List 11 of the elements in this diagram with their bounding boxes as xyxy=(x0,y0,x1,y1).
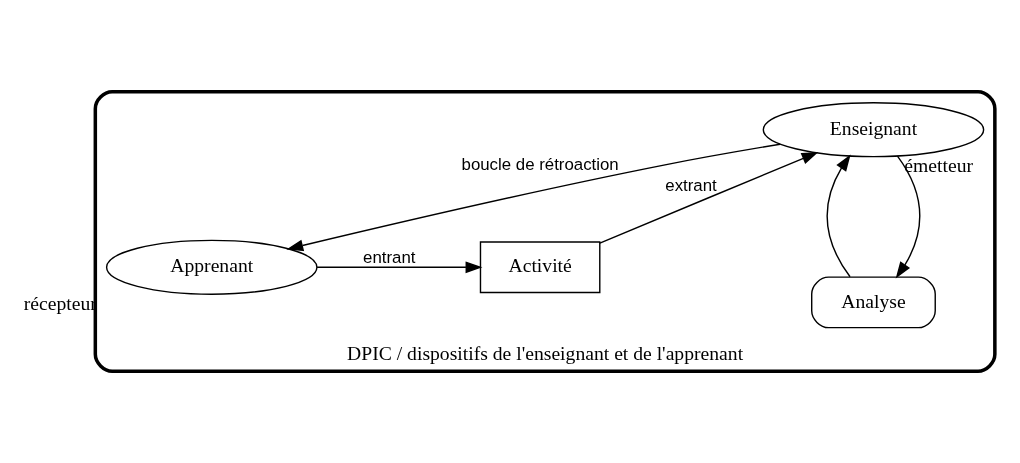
node-box: Analyse xyxy=(811,276,936,329)
edge-label: boucle de rétroaction xyxy=(461,154,619,174)
arrow xyxy=(895,155,921,279)
arrow xyxy=(826,154,851,278)
node-box: Activité xyxy=(479,241,601,294)
arrow xyxy=(316,261,483,274)
edge-label: extrant xyxy=(665,175,717,195)
edge-label: entrant xyxy=(363,247,416,267)
arrow xyxy=(286,143,781,252)
node-ellipse: Enseignant xyxy=(762,102,985,158)
arrow xyxy=(599,152,819,244)
